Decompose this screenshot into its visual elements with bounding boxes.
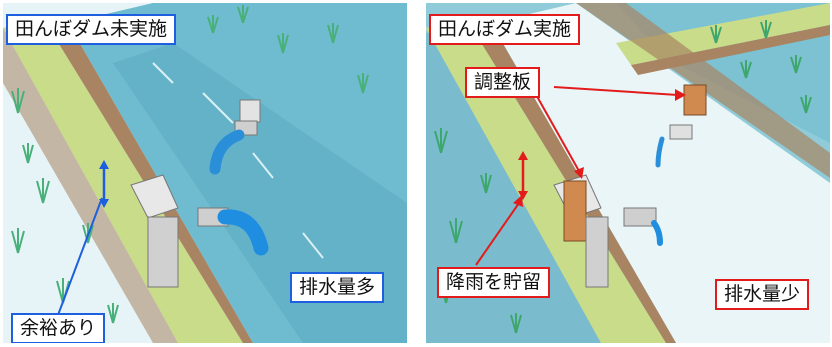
water-streak	[202, 92, 234, 124]
panel-title: 田んぼダム実施	[429, 14, 581, 45]
margin-leader-line	[57, 197, 103, 316]
water-streak	[152, 62, 174, 84]
storage-depth-arrow	[518, 151, 528, 200]
storage-leader-line	[475, 202, 520, 266]
outflow-label: 排水量多	[290, 272, 385, 303]
water-streak	[302, 232, 324, 259]
lower-small-outflow	[651, 220, 663, 246]
panel-with-dam: 田んぼダム実施 調整板 降雨を貯留 排水量少	[426, 3, 830, 343]
scene-without-dam	[3, 3, 407, 343]
panel-title: 田んぼダム未実施	[6, 14, 177, 45]
rice-plants-right	[434, 20, 812, 334]
lower-outlet-box	[585, 216, 609, 288]
panel-without-dam: 田んぼダム未実施 排水量多 余裕あり	[3, 3, 407, 343]
board-leader-line-2	[553, 86, 679, 96]
upper-outlet-box	[239, 99, 261, 123]
left-levee-inner	[3, 28, 178, 343]
left-levee-top	[3, 18, 243, 343]
lower-pipe	[623, 207, 657, 227]
lower-outlet-top	[130, 174, 179, 219]
margin-label: 余裕あり	[11, 313, 106, 343]
upper-outflow-water	[209, 129, 245, 175]
storage-label: 降雨を貯留	[437, 267, 551, 298]
outflow-label: 排水量少	[715, 279, 810, 310]
storage-leader-arrowhead	[513, 195, 523, 207]
lower-outflow-water	[217, 209, 269, 256]
board-leader-arrowhead-2	[675, 89, 686, 101]
board-label: 調整板	[465, 67, 541, 98]
board-leader-arrowhead-1	[574, 167, 584, 179]
upper-small-outflow	[655, 136, 665, 168]
board-leader-line-1	[533, 90, 580, 172]
water-streak	[252, 152, 274, 179]
upper-adjust-board	[683, 84, 707, 116]
channel-shade	[113, 43, 407, 343]
lower-outlet-box	[147, 216, 179, 288]
upper-pipe	[669, 124, 693, 140]
lower-adjust-board	[563, 180, 587, 242]
